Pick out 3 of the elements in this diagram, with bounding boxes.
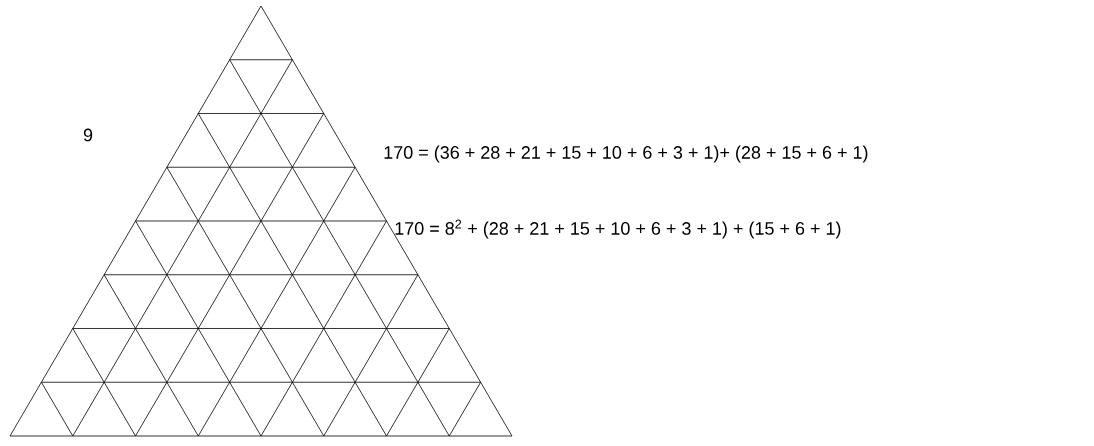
equation: 170 = 8$^{2}$ + (28 + 21 + 15 + 10 + 6 + 3 + 1) + (15 + 6 + 1) bbox=[395, 219, 841, 239]
equation: 170 = (36 + 28 + 21 + 15 + 10 + 6 + 3 + 1)+ (28 + 15 + 6 + 1) bbox=[384, 145, 868, 163]
number-label: 9 bbox=[83, 128, 93, 142]
